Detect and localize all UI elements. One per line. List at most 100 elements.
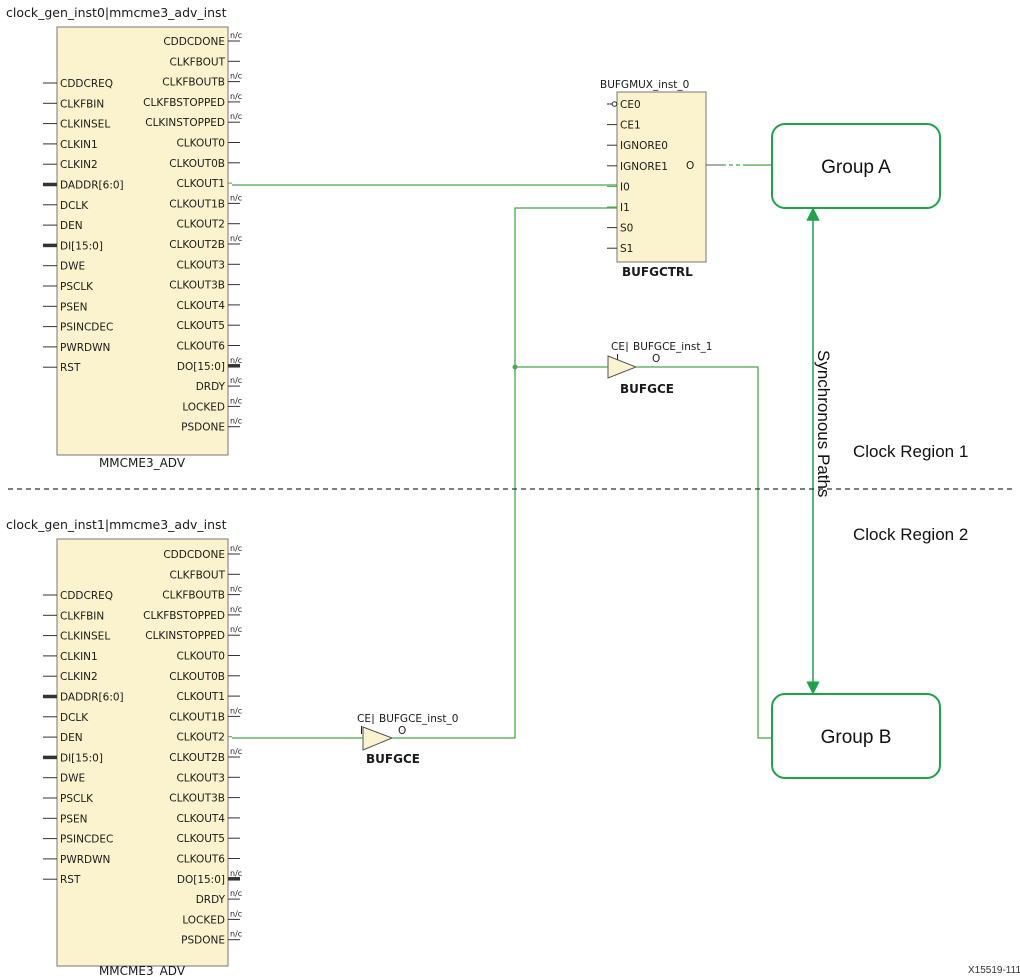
mmcm0-nc-clkfboutb: n/c bbox=[230, 72, 242, 81]
clock-region-1-label: Clock Region 1 bbox=[853, 442, 968, 461]
wire-bufgce0-to-i1 bbox=[392, 207, 617, 739]
mmcm0-nc-clkout2b: n/c bbox=[230, 234, 242, 243]
mmcm1-in-pin-pwrdwn: PWRDWN bbox=[60, 854, 110, 866]
mmcm0-in-pin-dclk: DCLK bbox=[60, 200, 89, 212]
bufgmux-instance-label: BUFGMUX_inst_0 bbox=[600, 79, 689, 91]
mmcm0-out-pin-do-15-0: DO[15:0] bbox=[177, 361, 225, 373]
mmcm1-in-pin-den: DEN bbox=[60, 732, 83, 744]
bufgce1-out-label: O bbox=[652, 353, 660, 365]
mmcm1-nc-clkfboutb: n/c bbox=[230, 585, 242, 594]
mmcm0-output-pins: CDDCDONEn/cCLKFBOUTCLKFBOUTBn/cCLKFBSTOP… bbox=[143, 31, 242, 434]
mmcm0-nc-do-15-0: n/c bbox=[230, 356, 242, 365]
mmcm0-type-label: MMCME3_ADV bbox=[99, 456, 186, 470]
mmcm0-in-pin-clkin2: CLKIN2 bbox=[60, 159, 98, 171]
mmcm1-nc-clkfbstopped: n/c bbox=[230, 605, 242, 614]
bufgce0-in-label: I bbox=[360, 725, 363, 737]
bufgctrl-pin-i1: I1 bbox=[620, 202, 630, 214]
bufgctrl-block: BUFGMUX_inst_0 CE0CE1IGNORE0IGNORE1I0I1S… bbox=[600, 79, 722, 279]
bufgce0-instance-label: BUFGCE_inst_0 bbox=[379, 713, 458, 725]
bufgctrl-pin-ignore0: IGNORE0 bbox=[620, 140, 668, 152]
mmcm0-out-pin-clkout2: CLKOUT2 bbox=[176, 219, 225, 231]
figure-id: X15519-111317 bbox=[968, 965, 1020, 976]
mmcm0-instance-label: clock_gen_inst0|mmcme3_adv_inst bbox=[6, 5, 227, 20]
mmcm0-nc-clkinstopped: n/c bbox=[230, 112, 242, 121]
mmcm1-out-pin-locked: LOCKED bbox=[182, 914, 225, 926]
mmcm0-out-pin-clkfbout: CLKFBOUT bbox=[170, 56, 226, 68]
mmcm0-out-pin-clkout0: CLKOUT0 bbox=[176, 138, 225, 150]
mmcm0-in-pin-psen: PSEN bbox=[60, 301, 88, 313]
mmcm1-body bbox=[56, 538, 229, 967]
mmcm1-nc-psdone: n/c bbox=[230, 930, 242, 939]
mmcm0-out-pin-clkfboutb: CLKFBOUTB bbox=[162, 77, 225, 89]
bufgctrl-pin-s1: S1 bbox=[620, 243, 633, 255]
mmcm0-out-pin-cddcdone: CDDCDONE bbox=[163, 36, 225, 48]
mmcm1-nc-cddcdone: n/c bbox=[230, 544, 242, 553]
mmcm1-in-pin-daddr-6-0: DADDR[6:0] bbox=[60, 692, 124, 704]
mmcm0-in-pin-cddcreq: CDDCREQ bbox=[60, 78, 113, 90]
mmcm1-out-pin-clkout3b: CLKOUT3B bbox=[169, 793, 225, 805]
mmcm0-in-pin-clkin1: CLKIN1 bbox=[60, 139, 98, 151]
mmcm0-in-pin-psclk: PSCLK bbox=[60, 281, 94, 293]
bufgctrl-pin-ignore1: IGNORE1 bbox=[620, 161, 668, 173]
mmcm1-input-pins: CDDCREQCLKFBINCLKINSELCLKIN1CLKIN2DADDR[… bbox=[43, 590, 124, 886]
mmcm1-out-pin-clkinstopped: CLKINSTOPPED bbox=[145, 630, 225, 642]
mmcm0-out-pin-clkout6: CLKOUT6 bbox=[176, 341, 225, 353]
mmcm1-instance-label: clock_gen_inst1|mmcme3_adv_inst bbox=[6, 517, 227, 532]
group-b-box bbox=[771, 693, 941, 779]
mmcm1-in-pin-cddcreq: CDDCREQ bbox=[60, 590, 113, 602]
mmcm0-out-pin-psdone: PSDONE bbox=[181, 422, 225, 434]
mmcm0-nc-psdone: n/c bbox=[230, 417, 242, 426]
bufgce-0: CE BUFGCE_inst_0 I O BUFGCE bbox=[357, 713, 458, 766]
mmcm0-nc-cddcdone: n/c bbox=[230, 31, 242, 40]
mmcm0-body bbox=[56, 26, 229, 456]
bufgce-1: CE BUFGCE_inst_1 I O BUFGCE bbox=[607, 341, 712, 396]
mmcm1-in-pin-rst: RST bbox=[60, 874, 81, 886]
mmcm0-out-pin-clkout0b: CLKOUT0B bbox=[169, 158, 225, 170]
mmcm0-in-pin-rst: RST bbox=[60, 362, 81, 374]
mmcm1-out-pin-clkout4: CLKOUT4 bbox=[176, 813, 225, 825]
mmcm1-nc-clkout2b: n/c bbox=[230, 747, 242, 756]
mmcm0-in-pin-psincdec: PSINCDEC bbox=[60, 322, 113, 334]
mmcm1-in-pin-psincdec: PSINCDEC bbox=[60, 834, 113, 846]
mmcm1-out-pin-do-15-0: DO[15:0] bbox=[177, 874, 225, 886]
mmcm0-out-pin-clkout5: CLKOUT5 bbox=[176, 320, 225, 332]
mmcm1-out-pin-psdone: PSDONE bbox=[181, 935, 225, 947]
mmcm1-nc-do-15-0: n/c bbox=[230, 869, 242, 878]
mmcm1-out-pin-drdy: DRDY bbox=[196, 894, 226, 906]
bufgce0-ce-label: CE bbox=[357, 713, 371, 725]
bufgctrl-type-label: BUFGCTRL bbox=[622, 265, 693, 279]
mmcm1-out-pin-clkout6: CLKOUT6 bbox=[176, 854, 225, 866]
bufgce1-type-label: BUFGCE bbox=[620, 382, 674, 396]
mmcm0-in-pin-den: DEN bbox=[60, 220, 83, 232]
bufgce1-triangle bbox=[607, 355, 638, 379]
mmcm1-in-pin-dwe: DWE bbox=[60, 773, 85, 785]
mmcm0-out-pin-clkout4: CLKOUT4 bbox=[176, 300, 225, 312]
mmcm1-in-pin-clkfbin: CLKFBIN bbox=[60, 610, 104, 622]
mmcm0-in-pin-daddr-6-0: DADDR[6:0] bbox=[60, 180, 124, 192]
mmcm0-out-pin-clkout3b: CLKOUT3B bbox=[169, 280, 225, 292]
wire-bufgce1-to-group-b bbox=[636, 366, 772, 739]
mmcm1-out-pin-clkout5: CLKOUT5 bbox=[176, 833, 225, 845]
mmcm0-out-pin-locked: LOCKED bbox=[182, 401, 225, 413]
mmcm1-out-pin-clkout1: CLKOUT1 bbox=[176, 691, 225, 703]
group-a-box bbox=[771, 123, 941, 209]
mmcm1-in-pin-dclk: DCLK bbox=[60, 712, 89, 724]
mmcm1-out-pin-clkout0: CLKOUT0 bbox=[176, 651, 225, 663]
mmcm1-out-pin-clkout0b: CLKOUT0B bbox=[169, 671, 225, 683]
mmcm1-in-pin-psclk: PSCLK bbox=[60, 793, 94, 805]
mmcm0-out-pin-clkout2b: CLKOUT2B bbox=[169, 239, 225, 251]
bufgctrl-out-pin-label: O bbox=[686, 160, 694, 172]
mmcm0-out-pin-clkfbstopped: CLKFBSTOPPED bbox=[143, 97, 225, 109]
mmcm1-out-pin-cddcdone: CDDCDONE bbox=[163, 549, 225, 561]
bufgce0-triangle bbox=[362, 726, 394, 751]
mmcm0-out-pin-clkout1b: CLKOUT1B bbox=[169, 198, 225, 210]
bufgce1-ce-label: CE bbox=[611, 341, 625, 353]
bufgctrl-pin-i0: I0 bbox=[620, 181, 630, 193]
mmcm1-out-pin-clkout1b: CLKOUT1B bbox=[169, 711, 225, 723]
bufgce1-instance-label: BUFGCE_inst_1 bbox=[633, 341, 712, 353]
mmcm1-type-label: MMCME3_ADV bbox=[99, 964, 186, 977]
bufgctrl-pin-ce1: CE1 bbox=[620, 120, 641, 132]
bufgce0-type-label: BUFGCE bbox=[366, 752, 420, 766]
